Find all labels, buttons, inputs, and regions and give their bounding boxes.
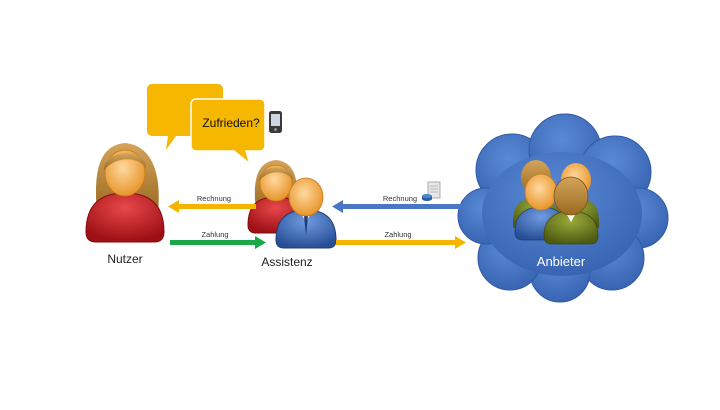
speech-bubble-icon bbox=[147, 84, 266, 167]
payment-left-label: Zahlung bbox=[201, 230, 229, 239]
invoice-right-arrow bbox=[332, 200, 464, 213]
assistant-female-icon bbox=[247, 160, 305, 234]
invoice-right-label: Rechnung bbox=[382, 194, 418, 203]
assistant-label: Assistenz bbox=[261, 255, 313, 269]
document-server-icon bbox=[422, 181, 441, 201]
payment-right-label: Zahlung bbox=[384, 230, 412, 239]
user-person-icon bbox=[85, 143, 165, 243]
invoice-left-arrow bbox=[168, 200, 256, 213]
payment-right-arrow bbox=[336, 236, 466, 249]
provider-label: Anbieter bbox=[536, 254, 586, 269]
invoice-left-label: Rechnung bbox=[196, 194, 232, 203]
bubble-text: Zufrieden? bbox=[202, 116, 260, 130]
user-label: Nutzer bbox=[107, 252, 143, 266]
assistant-male-icon bbox=[275, 177, 337, 249]
payment-left-arrow bbox=[170, 236, 266, 249]
phone-icon bbox=[269, 111, 282, 133]
provider-group-icon bbox=[513, 160, 599, 245]
